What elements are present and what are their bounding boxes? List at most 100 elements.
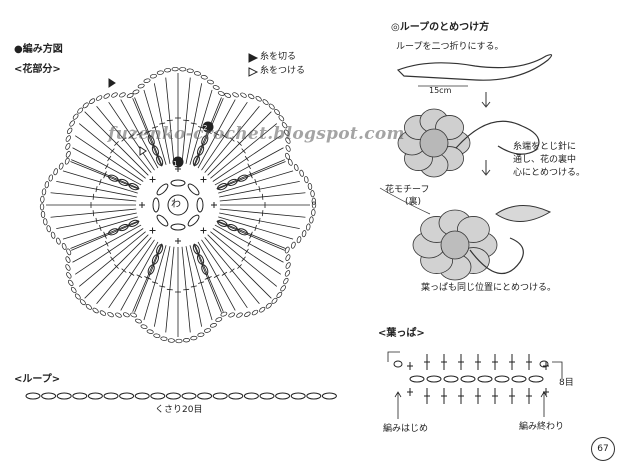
single-crochet <box>149 227 156 234</box>
stitch-bar <box>258 217 261 224</box>
chain-stitch <box>217 183 228 191</box>
loop-chain-stitch <box>275 392 291 400</box>
stitch-bar <box>190 122 197 125</box>
outline-chain <box>77 107 84 114</box>
leaf-base-chain <box>477 375 493 383</box>
outline-chain <box>311 201 317 209</box>
loop-chain-stitch <box>150 392 166 400</box>
outline-chain <box>259 306 266 313</box>
outline-chain <box>66 272 72 279</box>
outline-chain <box>149 73 157 79</box>
outline-chain <box>285 262 291 269</box>
outline-chain <box>69 120 75 127</box>
outline-chain <box>209 323 217 328</box>
loop-length-label: 15cm <box>429 86 452 95</box>
loop-chain <box>25 392 337 400</box>
legend-arrows <box>248 53 259 77</box>
center-ring <box>167 194 189 216</box>
motif-label: 花モチーフ <box>385 185 430 195</box>
cut-yarn-marker <box>108 78 116 88</box>
outline-chain <box>65 264 71 271</box>
diagram-title: ●編み方図 <box>14 44 63 55</box>
loop-chain-stitch <box>212 392 228 400</box>
outline-chain <box>89 98 96 105</box>
outline-chain <box>39 203 45 211</box>
chain-stitch <box>197 145 205 156</box>
center-ring-label: わ <box>171 199 181 210</box>
arrow-down-icon <box>481 160 491 176</box>
stitch-bar <box>205 130 212 134</box>
attach-step-1: ループを二つ折りにする。 <box>396 42 504 52</box>
outline-chain <box>171 66 179 72</box>
outline-chain <box>156 70 164 75</box>
outline-chain <box>212 85 220 90</box>
outline-chain <box>44 181 50 189</box>
chain-stitch <box>156 183 169 196</box>
outline-chain <box>285 145 291 152</box>
outline-chain <box>310 190 315 198</box>
outline-chain <box>280 285 286 292</box>
legend-cut-label: 糸を切る <box>260 52 297 62</box>
chain-stitch <box>156 244 164 255</box>
outline-chain <box>284 129 290 136</box>
attach-step-2-line1: 糸端をとじ針に <box>513 142 577 152</box>
loop-chain-stitch <box>56 392 72 400</box>
outline-chain <box>46 225 51 233</box>
stitch-bar <box>166 119 173 122</box>
round-1-marker: 1 <box>173 160 178 168</box>
stitch-bar <box>92 210 95 217</box>
outline-chain <box>203 328 211 333</box>
outline-chain <box>244 311 251 317</box>
outline-chain <box>290 241 296 249</box>
outline-chain <box>285 254 291 261</box>
leaf-stitch-count: 8目 <box>559 378 574 388</box>
start-pointer <box>394 391 402 419</box>
attach-yarn-legend-icon <box>248 67 259 77</box>
single-crochet <box>200 176 207 183</box>
single-crochet <box>149 176 156 183</box>
outline-chain <box>197 332 205 337</box>
stitch-bar <box>107 248 112 255</box>
chain-stitch <box>201 135 209 146</box>
watermark: fuzenko-crochet.blogspot.com <box>108 124 405 144</box>
stitch-bar <box>254 225 257 231</box>
chain-stitch <box>108 174 119 182</box>
loop-section-heading: <ループ> <box>14 374 61 385</box>
leaf-base-chain <box>494 375 510 383</box>
outline-chain <box>278 115 285 122</box>
stitch-bar <box>244 248 249 255</box>
leaf-base-chain <box>426 375 442 383</box>
outline-chain <box>190 335 198 341</box>
stitch-bar <box>144 130 151 134</box>
stitch-bar <box>103 171 107 178</box>
outline-chain <box>228 312 235 318</box>
stitch-bar <box>221 271 228 276</box>
outline-chain <box>40 195 45 203</box>
stitch-bar <box>114 264 119 269</box>
outline-chain <box>153 333 161 338</box>
attach-step-2-line3: 心にとめつける。 <box>513 168 586 178</box>
loop-chain-stitch <box>321 392 337 400</box>
loop-chain-stitch <box>72 392 88 400</box>
stitch-bar <box>237 141 242 146</box>
chain-stitch <box>147 264 155 275</box>
stitch-bar <box>198 126 204 129</box>
stitch-bar <box>204 276 211 280</box>
chain-stitch <box>217 219 228 227</box>
loop-chain-stitch <box>41 392 57 400</box>
outline-chain <box>232 92 239 98</box>
flower-chart <box>39 66 317 344</box>
stitch-bar <box>241 256 246 262</box>
outline-chain <box>179 67 187 72</box>
chain-stitch <box>108 228 119 236</box>
outline-chain <box>164 68 172 73</box>
outline-chain <box>220 311 228 317</box>
outline-chain <box>41 188 47 196</box>
folded-loop <box>396 54 553 81</box>
loop-chain-stitch <box>243 392 259 400</box>
outline-chain <box>65 135 71 142</box>
outline-chain <box>287 158 293 166</box>
outline-chain <box>140 324 148 329</box>
stitch-bar <box>221 134 228 139</box>
cut-yarn-legend-icon <box>248 53 259 63</box>
